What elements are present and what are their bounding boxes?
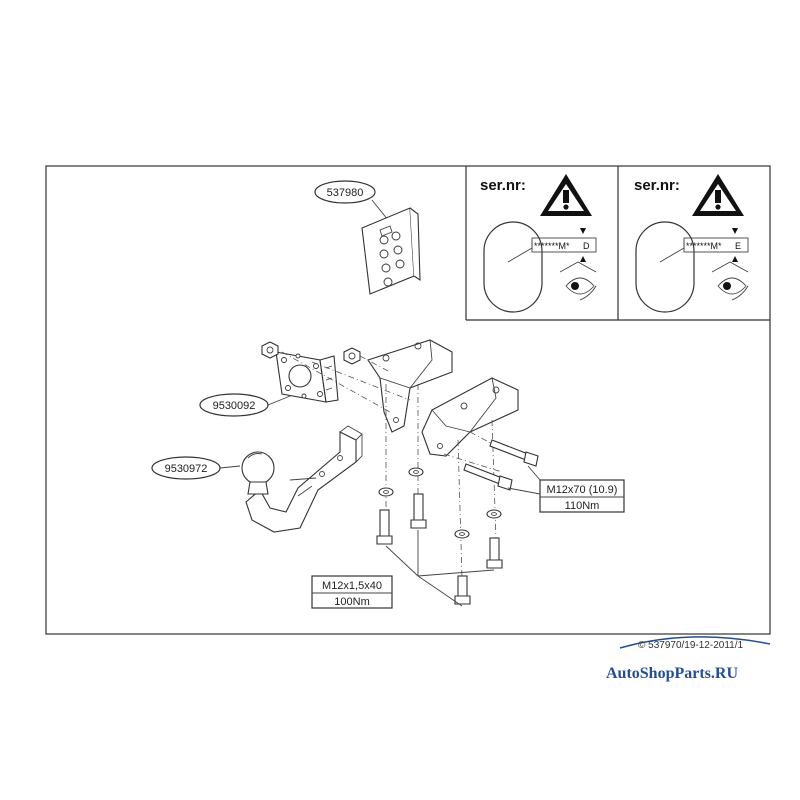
part-label-tow-bar: 9530972 — [151, 456, 241, 480]
brand-swoosh — [619, 636, 771, 649]
spec-box-large-bolt: M12x70 (10.9) 110Nm — [507, 465, 625, 513]
tow-bar — [241, 425, 363, 533]
nut — [261, 341, 279, 359]
bolt-m12x1-5x40 — [454, 575, 471, 605]
bolt-m12x1-5x40 — [376, 509, 393, 545]
serial-label: ser.nr: — [634, 177, 680, 194]
serial-panel-d: ser.nr: *******M* D — [480, 174, 597, 313]
washer — [486, 509, 502, 519]
part-number: 9530092 — [213, 400, 256, 412]
nut — [343, 347, 361, 365]
part-label-socket-plate: 9530092 — [199, 391, 301, 417]
eye-icon — [711, 261, 749, 301]
serial-panel-e: ser.nr: *******M* E — [634, 174, 749, 313]
warning-icon — [692, 174, 744, 216]
diagram-frame — [45, 165, 771, 635]
vehicle-outline — [483, 221, 543, 313]
bolt-torque: 100Nm — [334, 596, 369, 608]
serial-label: ser.nr: — [480, 177, 526, 194]
wiring-bracket — [361, 207, 421, 295]
left-mounting-bracket — [367, 339, 453, 433]
eye-icon — [559, 261, 597, 301]
bolt-size: M12x1,5x40 — [322, 580, 382, 592]
bolt-m12x1-5x40 — [486, 537, 503, 569]
footer: © 537970/19-12-2011/1 AutoShopParts.RU — [606, 636, 771, 682]
washer — [408, 467, 424, 477]
bolt-m12x70 — [489, 439, 539, 467]
warning-icon — [540, 174, 592, 216]
serial-panels: ser.nr: *******M* D ser.nr: — [465, 166, 770, 321]
washer — [454, 529, 470, 539]
part-number: 537980 — [327, 187, 364, 199]
bolt-m12x70 — [463, 463, 513, 491]
part-number: 9530972 — [165, 463, 208, 475]
bolt-torque: 110Nm — [565, 500, 600, 512]
serial-plate — [683, 237, 749, 253]
serial-letter: D — [583, 241, 590, 251]
tow-ball-icon — [241, 451, 275, 495]
serial-plate — [531, 237, 597, 253]
document-reference: © 537970/19-12-2011/1 — [638, 640, 743, 651]
vehicle-outline — [635, 221, 695, 313]
spec-box-small-bolt: M12x1,5x40 100Nm — [311, 530, 495, 609]
serial-code: *******M* — [686, 241, 722, 251]
part-label-harness: 537980 — [314, 180, 393, 226]
serial-code: *******M* — [534, 241, 570, 251]
bolt-size: M12x70 (10.9) — [547, 484, 618, 496]
serial-letter: E — [735, 241, 741, 251]
brand-watermark: AutoShopParts.RU — [606, 665, 738, 682]
alignment-lines — [281, 351, 503, 579]
washer — [378, 487, 394, 497]
bolt-m12x1-5x40 — [410, 493, 427, 529]
socket-plate — [275, 351, 339, 403]
